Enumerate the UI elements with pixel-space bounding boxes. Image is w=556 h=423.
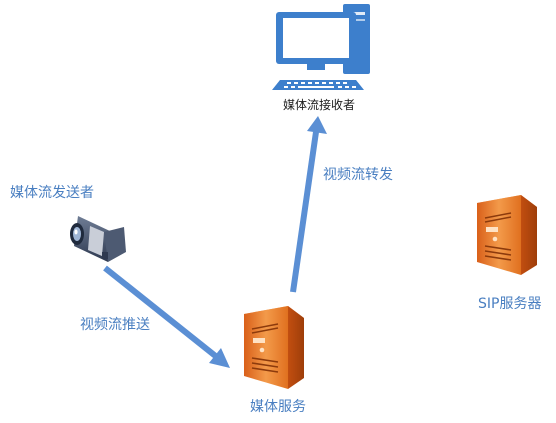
server-tower-icon — [477, 195, 537, 275]
forward-edge-label: 视频流转发 — [323, 167, 393, 183]
video-camera-icon — [70, 216, 126, 262]
forward-arrow — [290, 116, 327, 293]
push-edge-label: 视频流推送 — [80, 317, 150, 333]
push-arrow — [103, 265, 230, 368]
receiver-label: 媒体流接收者 — [283, 98, 356, 112]
sender-label: 媒体流发送者 — [10, 185, 94, 201]
media-server-label: 媒体服务 — [250, 399, 306, 415]
sip-server-label: SIP服务器 — [478, 296, 542, 312]
desktop-computer-icon — [272, 4, 370, 90]
server-tower-icon — [244, 306, 304, 389]
